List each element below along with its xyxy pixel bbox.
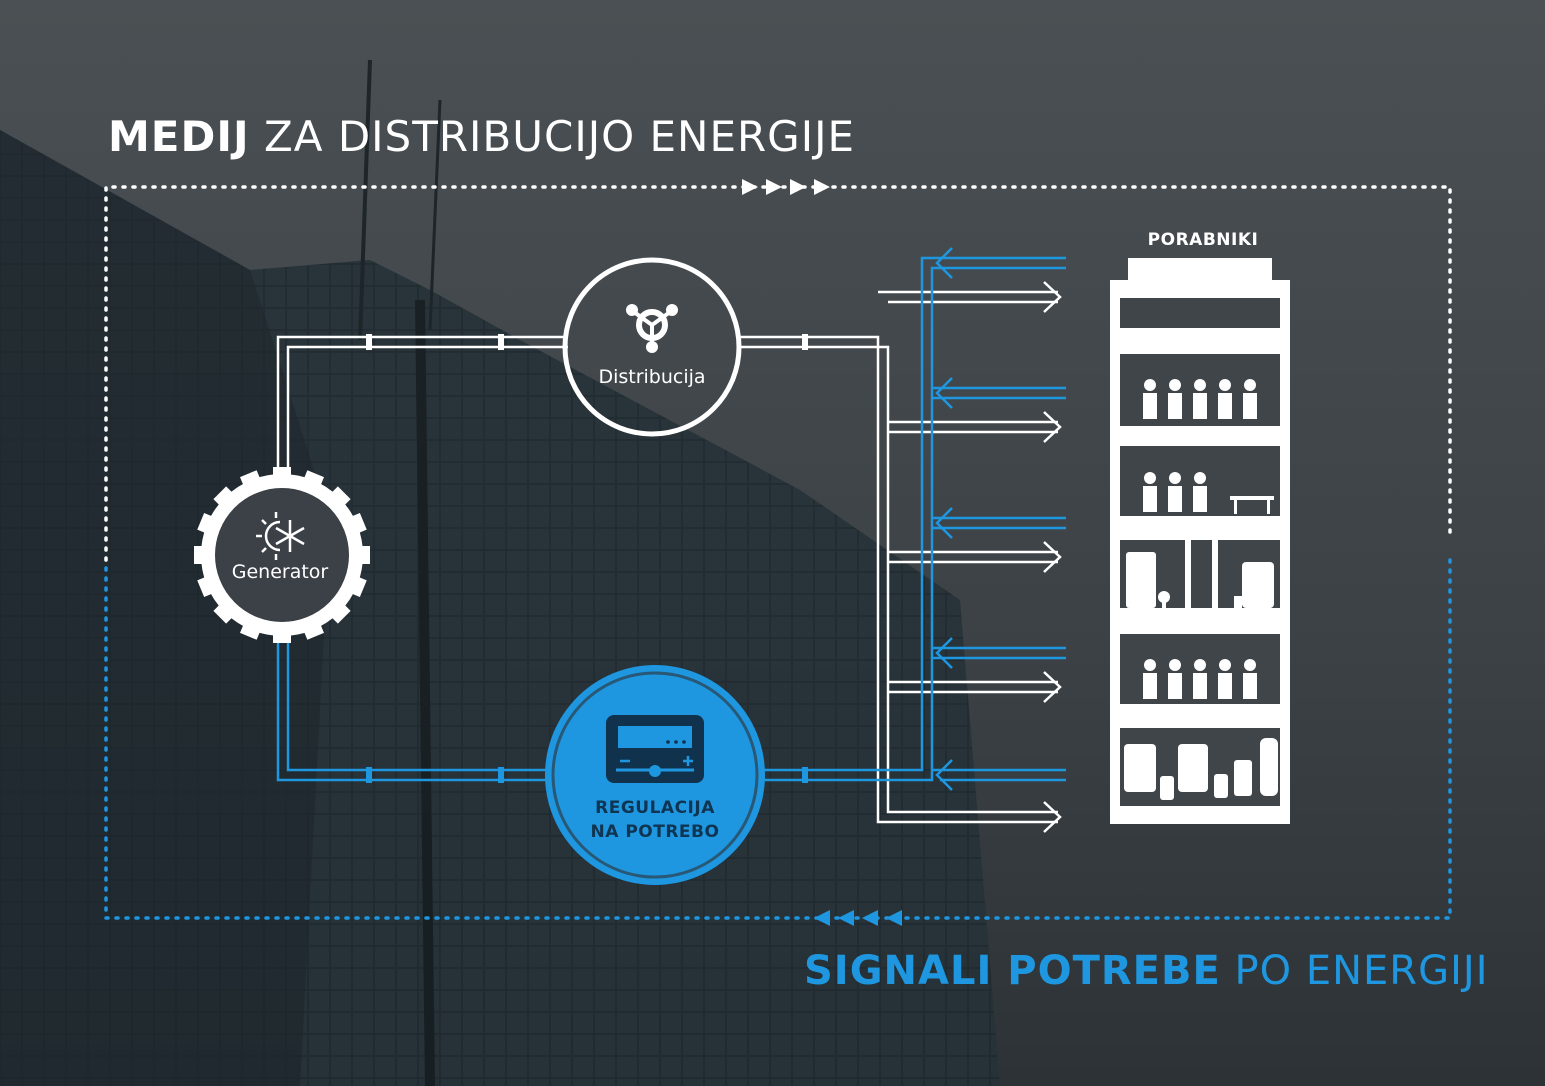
signal-pipe [276,256,1066,783]
top-title: MEDIJ ZA DISTRIBUCIJO ENERGIJE [108,112,855,161]
distribution-label: Distribucija [598,366,706,388]
supply-direction-arrows [742,179,830,195]
consumers-building [1110,258,1290,824]
appliance-icons-floor4 [1126,540,1274,608]
appliance-icons-floor6 [1124,738,1278,800]
building-silhouette [0,59,1000,1086]
regulation-node [545,665,765,885]
generator-node [194,467,370,643]
signal-branches [932,247,1066,791]
sun-snowflake-icon [256,512,305,560]
people-icons-floor5 [1143,659,1257,699]
bottom-title: SIGNALI POTREBE PO ENERGIJI [804,948,1488,994]
regulation-label-line1: REGULACIJA [595,798,715,818]
top-title-rest: ZA DISTRIBUCIJO ENERGIJE [263,112,856,161]
regulation-label: REGULACIJA NA POTREBO [565,796,745,844]
bottom-title-bold: SIGNALI POTREBE [804,948,1221,994]
bottom-title-rest: PO ENERGIJI [1234,948,1489,994]
distribution-node [562,257,742,437]
supply-pipe [276,334,1058,824]
consumers-label: PORABNIKI [1147,230,1259,250]
people-icons-floor2 [1143,379,1257,419]
control-panel-icon [606,715,704,783]
signal-dotted-loop [104,558,1452,920]
distribution-icon [626,304,678,353]
generator-label: Generator [231,561,329,583]
signal-direction-arrows [814,910,902,926]
supply-dotted-loop [104,185,1452,562]
supply-branches [878,281,1062,833]
regulation-label-line2: NA POTREBO [590,822,720,842]
people-icons-floor3 [1143,472,1274,514]
top-title-bold: MEDIJ [108,112,250,161]
